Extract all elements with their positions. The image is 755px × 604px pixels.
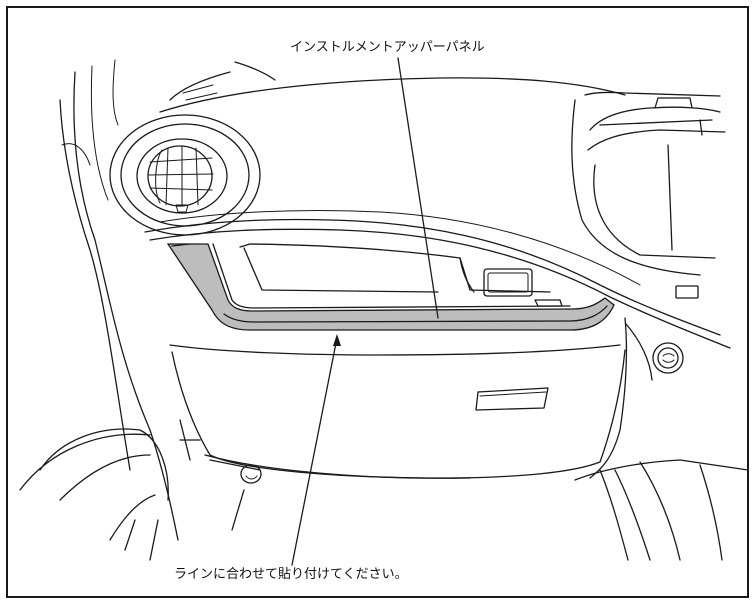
bolt-icon xyxy=(240,464,262,484)
leader-lines xyxy=(291,57,439,566)
console-right xyxy=(574,459,749,561)
upper-panel-trim xyxy=(144,209,731,349)
right-display xyxy=(571,91,726,299)
leader-line-top xyxy=(397,57,439,319)
border xyxy=(6,6,749,598)
small-button-icon xyxy=(675,285,699,299)
left-pillar xyxy=(59,59,179,541)
arrowhead-icon xyxy=(333,334,341,346)
leader-line-bottom xyxy=(291,337,338,566)
callout-top-label: インストルメントアッパーパネル xyxy=(290,40,485,55)
glove-box-handle-icon xyxy=(475,387,549,411)
callout-bottom-label: ラインに合わせて貼り付けてください。 xyxy=(174,567,408,582)
knob-icon xyxy=(652,342,684,374)
instrument-upper-panel xyxy=(166,243,615,331)
switch-icon xyxy=(483,268,533,297)
lower-left xyxy=(19,419,262,561)
glove-box xyxy=(169,317,653,479)
dash-top xyxy=(159,61,626,113)
center-recess xyxy=(239,243,563,307)
air-vent-icon xyxy=(109,114,261,236)
